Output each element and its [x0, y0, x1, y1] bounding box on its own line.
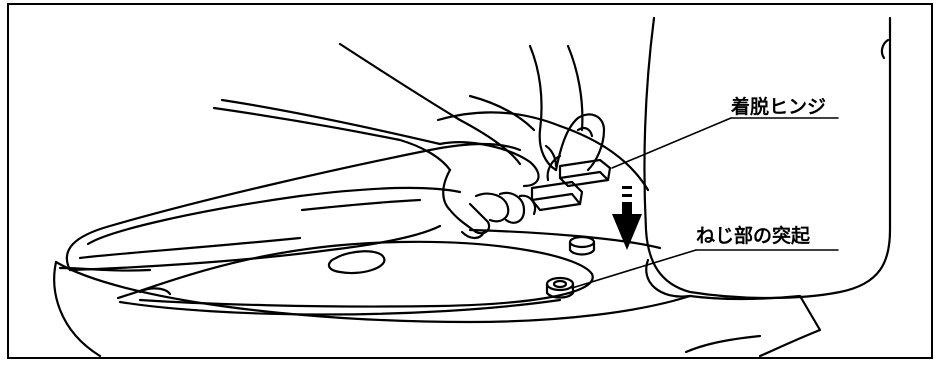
- detachable-hinge-label: 着脱ヒンジ: [731, 98, 826, 117]
- screw-bolts-drawing: [547, 237, 594, 298]
- toilet-tank-drawing: [644, 18, 890, 298]
- hinge-drawing: [532, 156, 610, 210]
- leader-lines: [572, 118, 838, 288]
- screw-protrusion-label: ねじ部の突起: [696, 227, 810, 246]
